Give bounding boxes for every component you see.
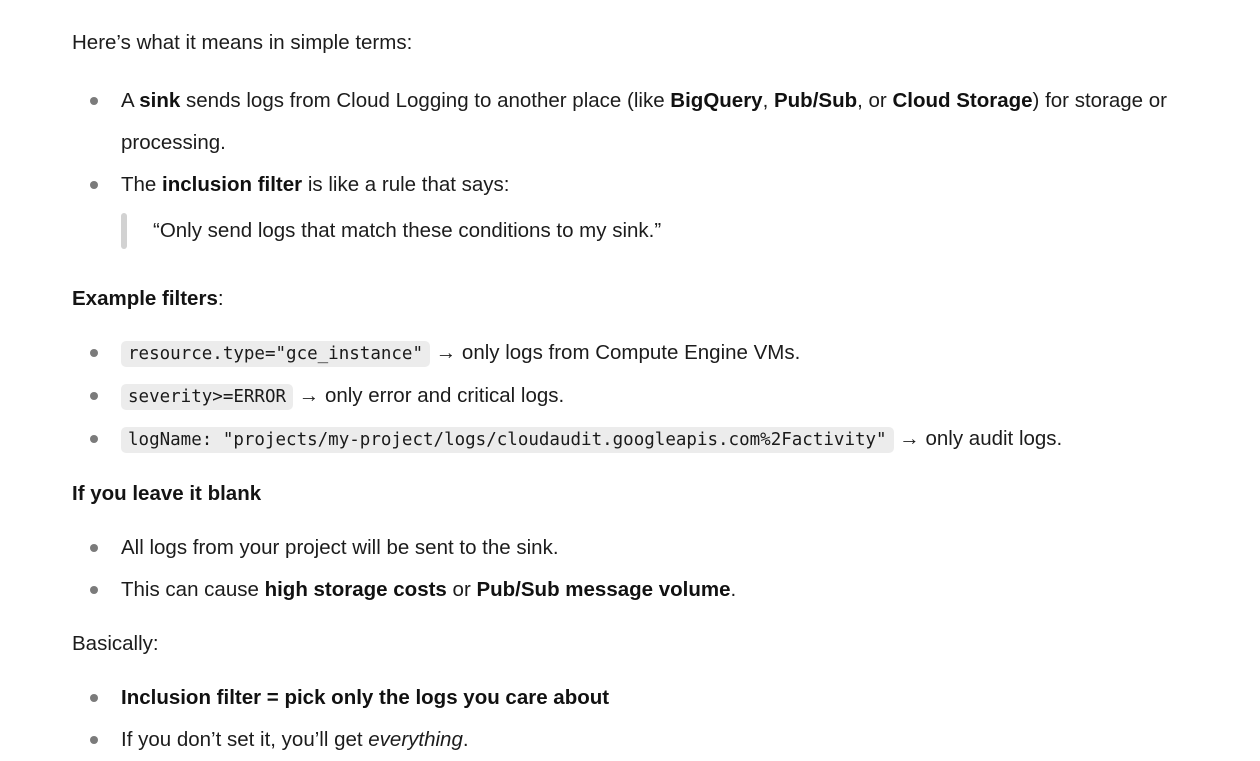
section-heading-if-blank: If you leave it blank	[72, 482, 262, 505]
filter-description: only logs from Compute Engine VMs.	[461, 341, 801, 364]
list-item-text: If you don’t set it, you’ll get everythi…	[121, 728, 469, 751]
list-item-text: A sink sends logs from Cloud Logging to …	[121, 89, 1167, 154]
code-span-filter: resource.type="gce_instance"	[121, 341, 431, 367]
blockquote-text: “Only send logs that match these conditi…	[153, 219, 662, 242]
bullet-icon	[90, 544, 98, 552]
blank-behaviour-list: All logs from your project will be sent …	[72, 527, 1220, 611]
list-item: This can cause high storage costs or Pub…	[72, 569, 1220, 611]
list-item-text: This can cause high storage costs or Pub…	[121, 578, 737, 601]
bullet-icon	[90, 349, 98, 357]
bullet-icon	[90, 392, 98, 400]
code-span-filter: logName: "projects/my-project/logs/cloud…	[121, 427, 894, 453]
filter-description: only error and critical logs.	[324, 384, 565, 407]
bullet-icon	[90, 586, 98, 594]
heading-text: Example filters	[72, 287, 218, 310]
bullet-icon	[90, 435, 98, 443]
arrow-icon: →	[435, 341, 457, 364]
code-span-filter: severity>=ERROR	[121, 384, 294, 410]
list-item-text: Inclusion filter = pick only the logs yo…	[121, 686, 610, 709]
list-item: If you don’t set it, you’ll get everythi…	[72, 719, 1220, 761]
list-item: A sink sends logs from Cloud Logging to …	[72, 80, 1220, 164]
bullet-icon	[90, 694, 98, 702]
intro-paragraph: Here’s what it means in simple terms:	[72, 31, 413, 54]
summary-list: Inclusion filter = pick only the logs yo…	[72, 677, 1220, 761]
blockquote: “Only send logs that match these conditi…	[121, 210, 1220, 252]
intro-list: A sink sends logs from Cloud Logging to …	[72, 80, 1220, 252]
arrow-icon: →	[298, 384, 320, 407]
section-heading-example-filters: Example filters:	[72, 278, 1220, 320]
list-item: severity>=ERROR → only error and critica…	[72, 375, 1220, 418]
list-item-text: The inclusion filter is like a rule that…	[121, 173, 510, 196]
heading-colon: :	[217, 287, 224, 310]
arrow-icon: →	[899, 427, 920, 450]
list-item: All logs from your project will be sent …	[72, 527, 1220, 569]
blockquote-bar-icon	[121, 213, 127, 249]
filter-description: only audit logs.	[925, 427, 1063, 450]
list-item-text: All logs from your project will be sent …	[121, 536, 559, 559]
list-item: logName: "projects/my-project/logs/cloud…	[72, 418, 1220, 461]
list-item: Inclusion filter = pick only the logs yo…	[72, 677, 1220, 719]
list-item: The inclusion filter is like a rule that…	[72, 164, 1220, 252]
list-item: resource.type="gce_instance" → only logs…	[72, 332, 1220, 375]
bullet-icon	[90, 97, 98, 105]
bullet-icon	[90, 736, 98, 744]
bullet-icon	[90, 181, 98, 189]
example-filters-list: resource.type="gce_instance" → only logs…	[72, 332, 1220, 461]
summary-paragraph: Basically:	[72, 632, 159, 655]
